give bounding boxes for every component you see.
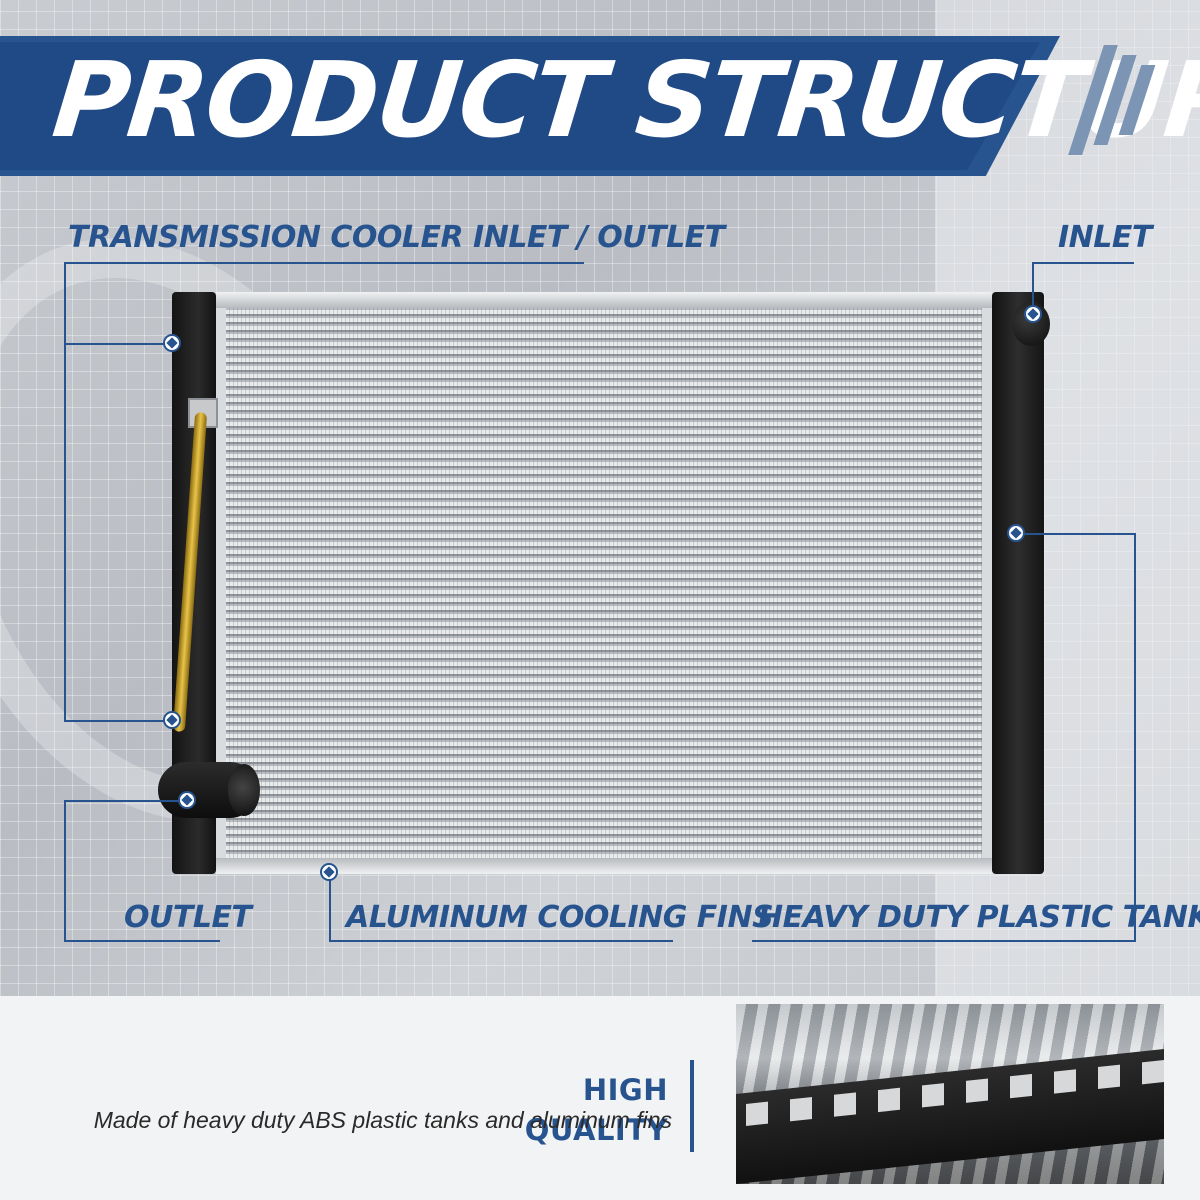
radiator-image [158, 292, 1050, 874]
callout-line [64, 262, 584, 264]
callout-marker-icon [1024, 305, 1042, 323]
feature-divider [690, 1060, 694, 1152]
outlet-neck-end [228, 764, 260, 816]
callout-inlet-label: INLET [1058, 220, 1152, 255]
banner-stripes [1068, 45, 1158, 165]
callout-transmission-label: TRANSMISSION COOLER INLET / OUTLET [68, 220, 725, 255]
callout-line [64, 940, 220, 942]
feature-description: Made of heavy duty ABS plastic tanks and… [93, 1107, 672, 1133]
callout-line [1032, 262, 1034, 314]
top-header [216, 292, 992, 308]
side-strip [982, 296, 992, 870]
callout-fins-label: ALUMINUM COOLING FINS [346, 900, 774, 935]
page-title: PRODUCT STRUCTURE [47, 39, 1200, 161]
callout-marker-icon [178, 791, 196, 809]
feature-title: HIGH QUALITY [524, 1073, 668, 1147]
right-tank [992, 292, 1044, 874]
callout-outlet-label: OUTLET [124, 900, 252, 935]
callout-tank-label: HEAVY DUTY PLASTIC TANK [758, 900, 1200, 935]
bottom-header [216, 858, 992, 874]
callout-marker-icon [1007, 524, 1025, 542]
callout-marker-icon [163, 711, 181, 729]
callout-line [1134, 533, 1136, 940]
detail-closeup-image [736, 1004, 1164, 1184]
banner [0, 42, 1040, 170]
callout-line [329, 940, 673, 942]
cooling-core [226, 306, 982, 860]
callout-marker-icon [163, 334, 181, 352]
callout-line [64, 800, 186, 802]
side-strip [216, 296, 226, 870]
callout-line [64, 262, 66, 720]
callout-line [64, 343, 172, 345]
callout-marker-icon [320, 863, 338, 881]
callout-line [64, 720, 172, 722]
callout-line [1032, 262, 1134, 264]
callout-line [329, 872, 331, 940]
callout-line [752, 940, 1136, 942]
callout-line [64, 800, 66, 940]
callout-line [1016, 533, 1134, 535]
